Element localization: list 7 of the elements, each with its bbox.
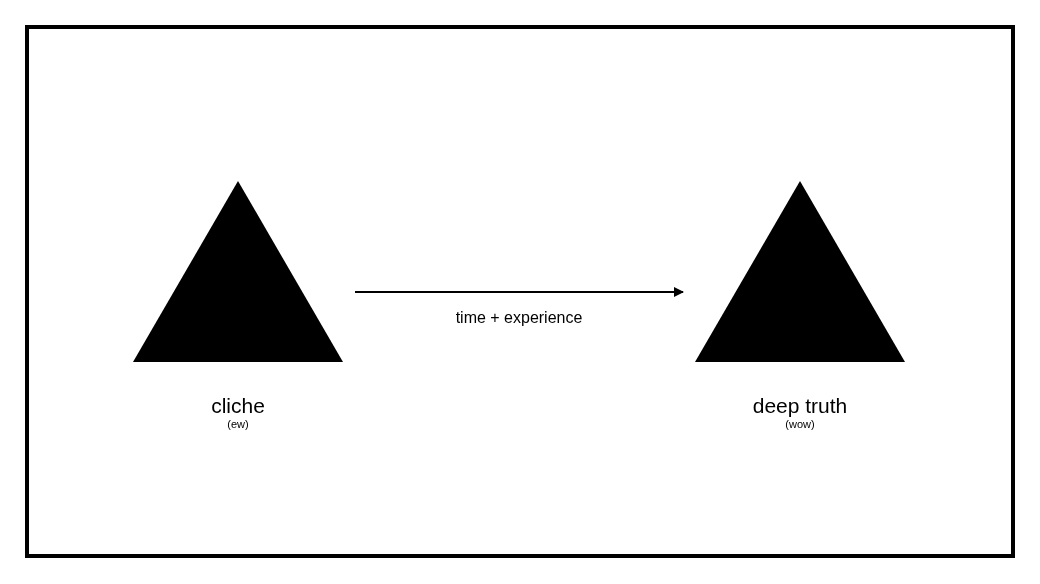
- triangle: [133, 181, 343, 362]
- node-sublabel: (ew): [227, 418, 249, 431]
- node-label: deep truth: [752, 394, 848, 418]
- node-label: cliche: [211, 394, 265, 418]
- arrow: [354, 287, 684, 297]
- node-sublabel: (wow): [785, 418, 815, 431]
- triangle: [695, 181, 905, 362]
